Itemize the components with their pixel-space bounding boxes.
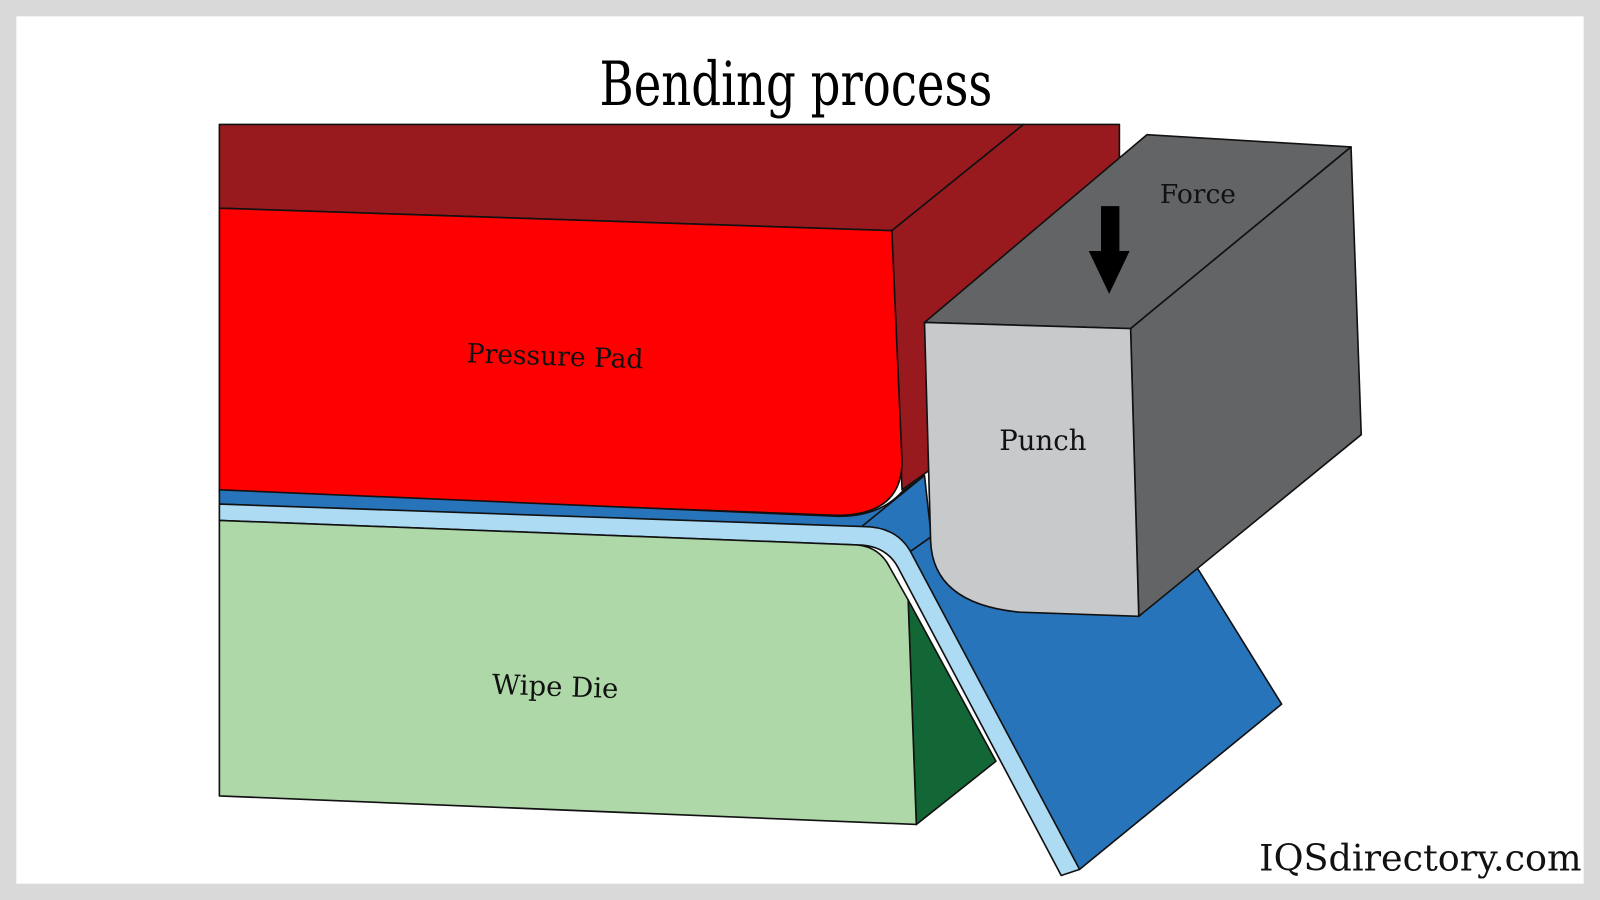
force-arrow-icon [1088,206,1130,294]
punch [923,133,1363,618]
wipe-die [218,519,997,826]
wipe-die-front-face [218,519,918,826]
pressure-pad-front-face [218,207,903,517]
punch-label: Punch [999,425,1086,457]
pressure-pad [218,123,1121,517]
diagram-title: Bending process [599,49,992,120]
wipe-die-label: Wipe Die [491,669,619,705]
watermark: IQSdirectory.com [1259,836,1581,879]
workpiece-crease-line [907,535,934,554]
workpiece-edge-thickness [218,503,1081,877]
workpiece-crease-line [858,474,926,530]
punch-front-face [923,321,1140,618]
force-label: Force [1160,179,1236,210]
pressure-pad-label: Pressure Pad [466,338,644,375]
